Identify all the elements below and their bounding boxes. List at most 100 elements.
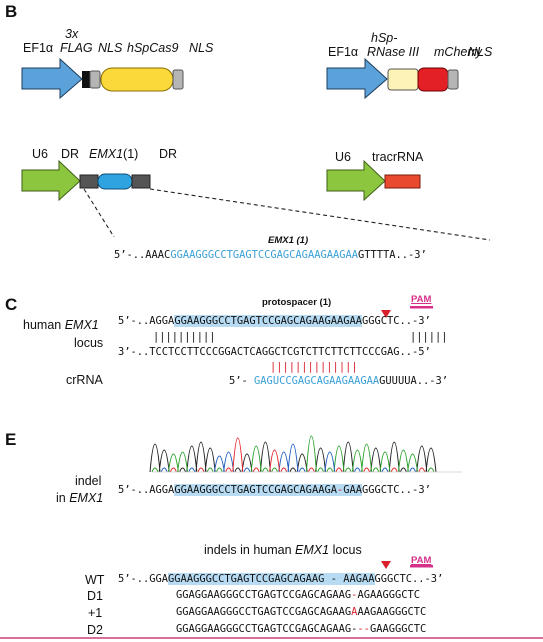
top-strand-suffix: GGGCTC..-3’ xyxy=(361,315,431,327)
panel-label-b: B xyxy=(5,2,18,21)
d2-right: GAAGGGCTC xyxy=(369,623,427,635)
ef1a-label-2: EF1α xyxy=(328,45,359,59)
pam-bar-c xyxy=(410,306,433,309)
crrna-label: crRNA xyxy=(66,373,103,387)
d2-indel: -- xyxy=(357,623,370,635)
row-label-d1: D1 xyxy=(87,589,103,603)
d1-right: AGAAGGGCTC xyxy=(357,589,420,601)
d1-left: GGAGGAAGGGCCTGAGTCCGAGCAGAAG xyxy=(176,589,352,601)
wt-highlight: GGAAGGGCCTGAGTCCGAGCAGAAG - AAGAA xyxy=(168,573,375,585)
pam-bar-e xyxy=(410,565,433,568)
panel-label-e: E xyxy=(5,430,17,449)
nls-box-2 xyxy=(172,69,184,90)
nls-label-1: NLS xyxy=(98,41,123,55)
row-seq-d1: GGAGGAAGGGCCTGAGTCCGAGCAGAAG-AGAAGGGCTC xyxy=(176,590,420,600)
indel-hl1: GGAAGGGCCTGAGTCCGAGCAGAAGA xyxy=(174,484,337,496)
zoom-line-left xyxy=(83,188,115,238)
spacer-prefix: 5’-..AAAC xyxy=(114,249,171,261)
cas9-label: hSpCas9 xyxy=(127,41,179,55)
crrna-sequence: 5’- GAGUCCGAGCAGAAGAAGAAGUUUUA..-3’ xyxy=(229,376,448,386)
cut-site-marker-e xyxy=(381,561,391,569)
emx1-spacer-label: EMX1 (1) xyxy=(268,235,309,246)
plus1-left: GGAGGAAGGGCCTGAGTCCGAGCAGAAG xyxy=(176,606,352,618)
chromatogram-trace-a xyxy=(151,435,435,473)
chromatogram-trace-t xyxy=(169,437,426,473)
sequencing-chromatogram xyxy=(149,435,437,473)
d2-left: GGAGGAAGGGCCTGAGTCCGAGCAGAAG- xyxy=(176,623,358,635)
rnase-label-line1: hSp- xyxy=(371,31,398,45)
emx1-gene-e: EMX1 xyxy=(69,491,104,505)
ef1a-label-1: EF1α xyxy=(23,41,54,55)
top-strand-prefix: 5’-..AGGA xyxy=(118,315,175,327)
emx1-construct-label: EMX1(1) xyxy=(89,148,138,161)
chromatogram-trace-c xyxy=(160,443,417,473)
indel-hl2: GAA xyxy=(343,484,363,496)
emx1-box xyxy=(97,173,133,190)
row-label-d2: D2 xyxy=(87,623,103,637)
tracrrna-label: tracrRNA xyxy=(372,150,424,164)
rnase-box xyxy=(387,68,419,91)
flag-label-line2: FLAG xyxy=(60,41,93,55)
dr-label-2: DR xyxy=(159,147,178,161)
indels-title-prefix: indels in human xyxy=(204,543,292,557)
top-strand-highlight: GGAAGGGCCTGAGTCCGAGCAGAAGAAGAA xyxy=(174,315,362,327)
tracr-box xyxy=(384,174,421,189)
emx1-construct-gene: EMX1 xyxy=(89,147,124,161)
ef1a-promoter-arrow-1 xyxy=(21,57,83,100)
cut-site-marker-c xyxy=(381,310,391,318)
pam-label-e: PAM xyxy=(411,555,432,566)
crrna-pairs: |||||||||||||| xyxy=(270,361,358,373)
base-pairs-a: |||||||||| xyxy=(153,331,216,343)
indels-title-suffix: locus xyxy=(332,543,362,557)
nls-box-3 xyxy=(447,69,459,90)
base-pairs-b: |||||| xyxy=(410,331,448,343)
panel-label-c: C xyxy=(5,295,18,314)
row-label-plus1: +1 xyxy=(88,606,103,620)
human-word: human xyxy=(23,318,62,332)
mcherry-box xyxy=(417,67,449,92)
flag-box xyxy=(82,71,90,88)
wt-suffix: GGGCTC..-3’ xyxy=(374,573,444,585)
rnase-label-line2: RNase III xyxy=(367,45,420,59)
wt-prefix: 5’-..GGA xyxy=(118,573,169,585)
row-seq-wt: 5’-..GGAGGAAGGGCCTGAGTCCGAGCAGAAG - AAGA… xyxy=(118,573,444,585)
nls-box-1 xyxy=(89,70,101,89)
zoom-line-right xyxy=(149,188,491,241)
row-label-wt: WT xyxy=(85,573,105,587)
spacer-sequence: 5’-..AAACGGAAGGGCCTGAGTCCGAGCAGAAGAAGAAG… xyxy=(114,250,427,260)
emx1-construct-suffix: (1) xyxy=(123,147,139,161)
mcherry-label: mCherry xyxy=(434,45,482,59)
indels-title: indels in human EMX1 locus xyxy=(204,544,362,557)
u6-promoter-arrow-1 xyxy=(21,159,81,202)
dr-label-1: DR xyxy=(61,147,80,161)
nls-label-3: NLS xyxy=(468,45,493,59)
flag-label-line1: 3x xyxy=(65,27,79,41)
crrna-prefix: 5’- xyxy=(229,375,248,387)
spacer-suffix: GTTTTA..-3’ xyxy=(357,249,427,261)
indel-suffix: GGGCTC..-3’ xyxy=(362,484,431,496)
crrna-suffix: GUUUUA..-3’ xyxy=(379,375,448,387)
plus1-indel: A xyxy=(351,606,358,618)
bottom-strand: 3’-..TCCTCCTTCCCGGACTCAGGCTCGTCTTCTTCTTC… xyxy=(118,346,431,358)
crrna-blue: GAGUCCGAGCAGAAGAAGAA xyxy=(254,375,380,387)
nls-label-2: NLS xyxy=(189,41,214,55)
spacer-blue: GGAAGGGCCTGAGTCCGAGCAGAAGAAGAA xyxy=(170,249,358,261)
row-seq-d2: GGAGGAAGGGCCTGAGTCCGAGCAGAAG---GAAGGGCTC xyxy=(176,624,426,634)
row-seq-plus1: GGAGGAAGGGCCTGAGTCCGAGCAGAAGAAAGAAGGGCTC xyxy=(176,607,426,617)
cas9-box xyxy=(100,67,174,92)
emx1-gene-c: EMX1 xyxy=(64,318,99,332)
indels-title-gene: EMX1 xyxy=(295,543,330,557)
in-word: in xyxy=(56,491,66,505)
indel-dash: - xyxy=(336,484,344,496)
pam-label-c: PAM xyxy=(411,294,432,305)
indel-prefix: 5’-..AGGA xyxy=(118,484,175,496)
u6-label-1: U6 xyxy=(32,147,48,161)
in-emx1-label: in EMX1 xyxy=(56,492,103,505)
plus1-right: AAGAAGGGCTC xyxy=(357,606,427,618)
top-strand: 5’-..AGGAGGAAGGGCCTGAGTCCGAGCAGAAGAAGAAG… xyxy=(118,315,431,327)
u6-promoter-arrow-2 xyxy=(326,159,386,202)
ef1a-promoter-arrow-2 xyxy=(326,57,388,100)
indel-label: indel xyxy=(75,474,102,488)
